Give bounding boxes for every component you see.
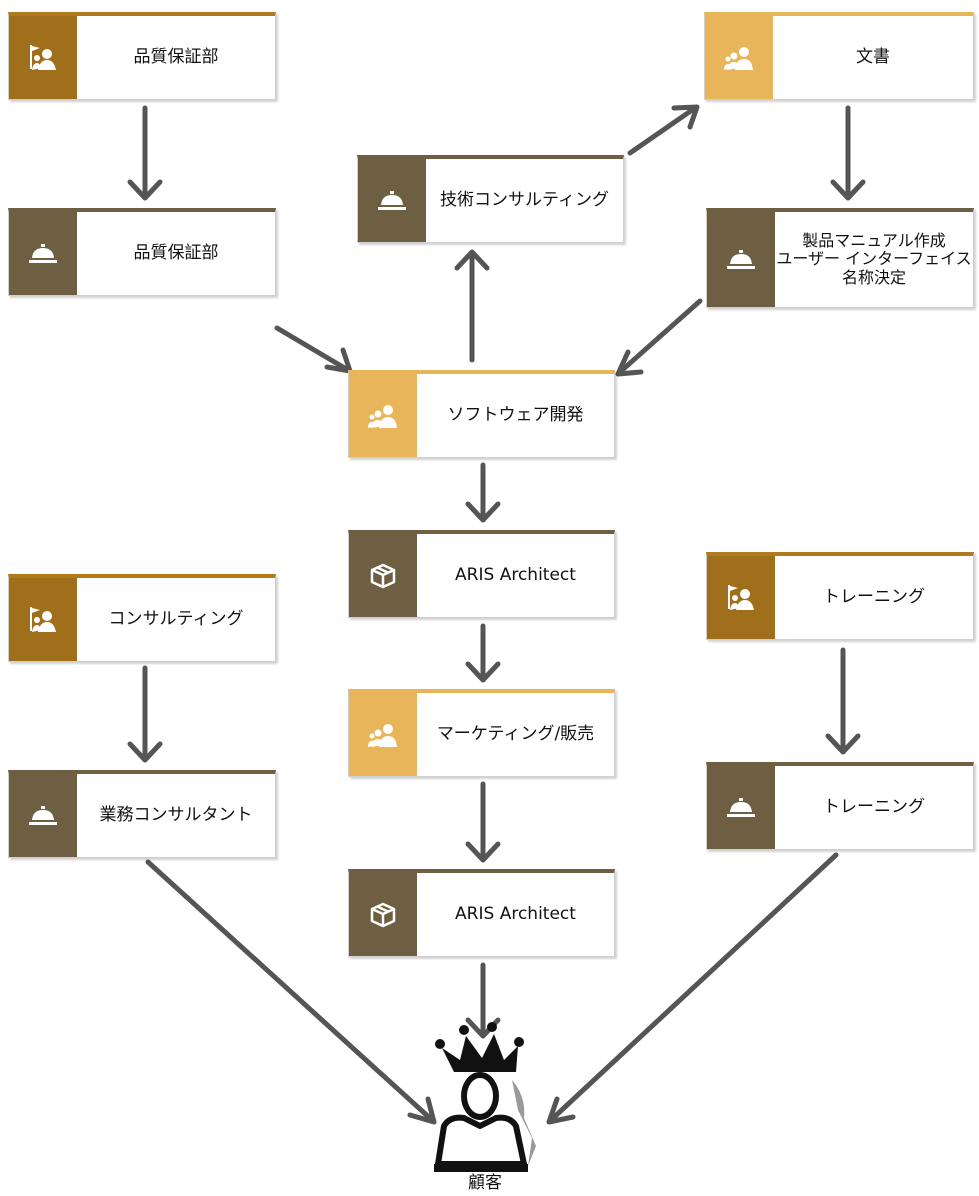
node-training-service[interactable]: トレーニング (706, 762, 974, 850)
node-label: ARIS Architect (455, 903, 576, 924)
node-aris-architect-2[interactable]: ARIS Architect (348, 869, 615, 957)
org-unit-icon (9, 16, 77, 99)
node-label: マーケティング/販売 (436, 723, 595, 744)
node-label: 文書 (856, 46, 890, 67)
arrow-manual-to-software-dev (615, 298, 703, 377)
node-label: ARIS Architect (455, 564, 576, 585)
service-bell-icon (707, 212, 775, 307)
node-label: 品質保証部 (133, 46, 219, 67)
node-qa-service[interactable]: 品質保証部 (8, 208, 276, 296)
service-bell-icon (707, 766, 775, 849)
node-tech-consulting[interactable]: 技術コンサルティング (357, 155, 624, 243)
arrow-tech-consulting-to-documents (627, 104, 700, 156)
arrow-marketing-to-aris2 (465, 781, 501, 863)
arrow-aris1-to-marketing (465, 623, 501, 683)
node-marketing[interactable]: マーケティング/販売 (348, 689, 615, 777)
arrow-software-dev-to-tech-consulting (454, 249, 490, 363)
node-label: コンサルティング (108, 608, 244, 629)
node-label: 品質保証部 (133, 242, 219, 263)
arrow-documents-to-manual (830, 105, 866, 201)
node-label: トレーニング (823, 586, 925, 607)
node-documents[interactable]: 文書 (704, 12, 974, 100)
arrow-business-consultant-to-customer (145, 859, 437, 1125)
service-bell-icon (358, 159, 426, 242)
group-icon (349, 693, 417, 776)
node-label: トレーニング (823, 796, 925, 817)
group-icon (705, 16, 773, 99)
node-training-org[interactable]: トレーニング (706, 552, 974, 640)
node-label: 技術コンサルティング (440, 189, 609, 210)
node-consulting-org[interactable]: コンサルティング (8, 574, 276, 662)
customer-label: 顧客 (468, 1173, 502, 1193)
service-bell-icon (9, 774, 77, 857)
service-bell-icon (9, 212, 77, 295)
arrow-training-org-to-training-service (825, 647, 861, 755)
node-label: ソフトウェア開発 (447, 404, 584, 425)
node-label: 製品マニュアル作成 ユーザー インターフェイス 名称決定 (776, 230, 972, 287)
org-unit-icon (707, 556, 775, 639)
node-label: 業務コンサルタント (99, 804, 253, 825)
arrow-software-dev-to-aris1 (465, 462, 501, 523)
org-unit-icon (9, 578, 77, 661)
arrow-qa-service-to-software-dev (274, 325, 353, 374)
group-icon (349, 374, 417, 457)
arrow-training-service-to-customer (546, 852, 839, 1125)
node-aris-architect-1[interactable]: ARIS Architect (348, 530, 615, 618)
arrow-qa-org-to-qa-service (127, 105, 163, 201)
product-box-icon (349, 534, 417, 617)
node-software-dev[interactable]: ソフトウェア開発 (348, 370, 615, 458)
node-business-consultant[interactable]: 業務コンサルタント (8, 770, 276, 858)
node-manual-service[interactable]: 製品マニュアル作成 ユーザー インターフェイス 名称決定 (706, 208, 974, 308)
node-qa-org[interactable]: 品質保証部 (8, 12, 276, 100)
product-box-icon (349, 873, 417, 956)
customer-crown-icon[interactable] (420, 1000, 550, 1196)
arrow-consulting-to-business-consultant (127, 665, 163, 763)
